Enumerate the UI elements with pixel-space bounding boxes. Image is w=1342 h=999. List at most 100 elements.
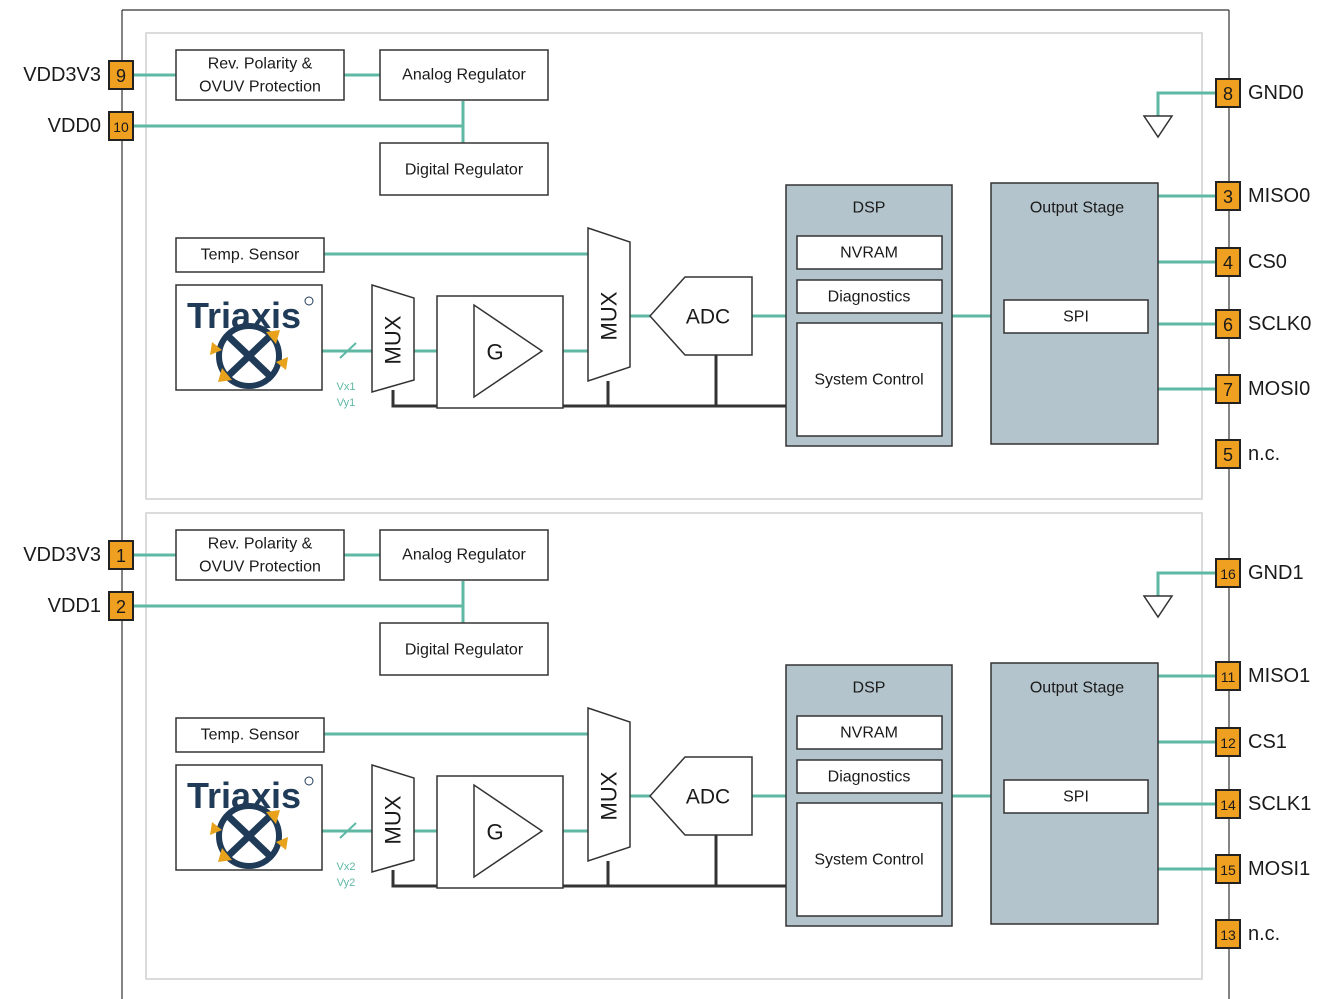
triaxis-logo-text: Triaxis: [187, 295, 301, 336]
triaxis-sensor-block: [175, 284, 323, 391]
analog-regulator-block: [379, 529, 549, 581]
pin-miso-number: 3: [1223, 187, 1233, 207]
system-control-block: [796, 802, 943, 917]
bus-slash: [339, 342, 357, 359]
output-stage-label: Output Stage: [1030, 680, 1124, 697]
ground-symbol: [1142, 115, 1174, 139]
bus-slash: [339, 822, 357, 839]
output-stage-label: Output Stage: [1030, 200, 1124, 217]
mux2-label: MUX: [597, 771, 622, 820]
registered-mark: [304, 776, 314, 786]
pin-sclk-box: [1215, 309, 1241, 339]
mux1-block: [371, 283, 415, 393]
adc-label: ADC: [686, 306, 730, 329]
pin-gnd-box: [1215, 558, 1241, 588]
digital-regulator-label: Digital Regulator: [405, 162, 524, 179]
pin-sclk-number: 6: [1223, 315, 1233, 335]
die-outline: [145, 32, 1203, 500]
mux1-block: [371, 763, 415, 873]
protection-label-line2: OVUV Protection: [199, 79, 321, 96]
temp-sensor-label: Temp. Sensor: [201, 727, 300, 744]
vx-label: Vx1: [337, 381, 356, 393]
pin-gnd-number: 8: [1223, 84, 1233, 104]
system-control-label: System Control: [814, 372, 923, 389]
diagnostics-block: [796, 279, 943, 314]
nvram-block: [796, 235, 943, 270]
pin-vdd3v3-number: 1: [116, 546, 126, 566]
pin-cs-label: CS1: [1248, 731, 1287, 753]
control-bus: [391, 870, 786, 888]
triaxis-sensor-block: [175, 764, 323, 871]
vx-label: Vx2: [337, 861, 356, 873]
amplifier-gain-label: G: [486, 340, 503, 365]
pin-gnd-label: GND1: [1248, 562, 1304, 584]
vy-label: Vy1: [337, 397, 356, 409]
pin-miso-number: 11: [1221, 669, 1236, 685]
amplifier-gain-label: G: [486, 820, 503, 845]
pin-vdd-box: [108, 111, 134, 141]
diagnostics-label: Diagnostics: [828, 289, 911, 306]
ground-symbol: [1142, 595, 1174, 619]
pin-nc-number: 13: [1220, 927, 1236, 943]
triaxis-arrow-sw: [218, 848, 232, 862]
amplifier-triangle-icon: [473, 783, 544, 879]
pin-miso-box: [1215, 181, 1241, 211]
pin-gnd-box: [1215, 78, 1241, 108]
triaxis-logo-text: Triaxis: [187, 775, 301, 816]
spi-block: [1003, 779, 1149, 814]
pin-vdd-number: 10: [113, 119, 129, 135]
adc-label: ADC: [686, 786, 730, 809]
temp-sensor-label: Temp. Sensor: [201, 247, 300, 264]
pin-mosi-box: [1215, 374, 1241, 404]
registered-mark: [304, 296, 314, 306]
vy-label: Vy2: [337, 877, 356, 889]
wire-gnd: [1156, 91, 1216, 116]
spi-label: SPI: [1063, 309, 1089, 326]
nvram-label: NVRAM: [840, 245, 898, 262]
pin-sclk-label: SCLK1: [1248, 793, 1311, 815]
system-control-label: System Control: [814, 852, 923, 869]
pin-mosi-label: MOSI0: [1248, 378, 1310, 400]
nvram-block: [796, 715, 943, 750]
pin-cs-box: [1215, 727, 1241, 757]
amplifier-triangle-icon: [473, 303, 544, 399]
pin-vdd3v3-label: VDD3V3: [23, 64, 101, 86]
system-control-block: [796, 322, 943, 437]
die-outline: [145, 512, 1203, 980]
adc-block: [648, 756, 753, 836]
triaxis-cross-b: [225, 813, 273, 859]
temp-sensor-block: [175, 237, 325, 273]
triaxis-arrow-w: [210, 342, 222, 355]
triaxis-arrow-e: [276, 357, 288, 370]
pin-nc-number: 5: [1223, 445, 1233, 465]
pin-sclk-label: SCLK0: [1248, 313, 1311, 335]
triaxis-arrow-e: [276, 837, 288, 850]
pin-mosi-label: MOSI1: [1248, 858, 1310, 880]
analog-regulator-label: Analog Regulator: [402, 547, 526, 564]
pin-miso-label: MISO0: [1248, 185, 1310, 207]
protection-block: [175, 529, 345, 581]
pin-vdd3v3-box: [108, 60, 134, 90]
pin-cs-number: 4: [1223, 253, 1233, 273]
protection-block: [175, 49, 345, 101]
pin-nc-label: n.c.: [1248, 923, 1280, 945]
protection-label-line1: Rev. Polarity &: [208, 56, 313, 73]
analog-regulator-block: [379, 49, 549, 101]
pin-gnd-label: GND0: [1248, 82, 1304, 104]
dsp-label: DSP: [853, 200, 886, 217]
mux2-block: [587, 706, 631, 863]
pin-sclk-box: [1215, 789, 1241, 819]
pin-mosi-number: 7: [1223, 380, 1233, 400]
control-bus: [391, 390, 786, 408]
pin-vdd3v3-box: [108, 540, 134, 570]
protection-label-line1: Rev. Polarity &: [208, 536, 313, 553]
pin-sclk-number: 14: [1220, 797, 1236, 813]
triaxis-cross-b: [225, 333, 273, 379]
pin-cs-number: 12: [1220, 735, 1236, 751]
triaxis-arrow-ne: [266, 810, 280, 824]
pin-vdd3v3-number: 9: [116, 66, 126, 86]
triaxis-ring-icon: [216, 803, 282, 869]
diagnostics-block: [796, 759, 943, 794]
triaxis-arrow-ne: [266, 330, 280, 344]
